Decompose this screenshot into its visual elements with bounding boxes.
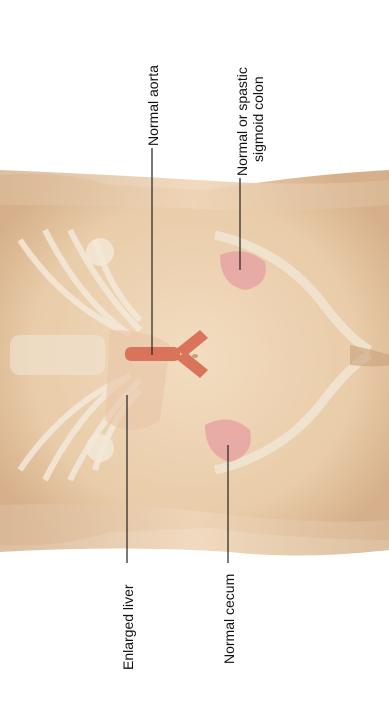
label-normal-cecum: Normal cecum xyxy=(221,574,237,664)
right-shoulder xyxy=(86,238,114,266)
left-shoulder xyxy=(86,434,114,462)
navel xyxy=(192,354,198,358)
label-enlarged-liver: Enlarged liver xyxy=(120,584,136,670)
liver-region xyxy=(105,330,170,430)
label-sigmoid-line2: sigmoid colon xyxy=(250,76,266,162)
label-normal-aorta: Normal aorta xyxy=(145,65,161,146)
label-sigmoid-line1: Normal or spastic xyxy=(234,67,250,176)
